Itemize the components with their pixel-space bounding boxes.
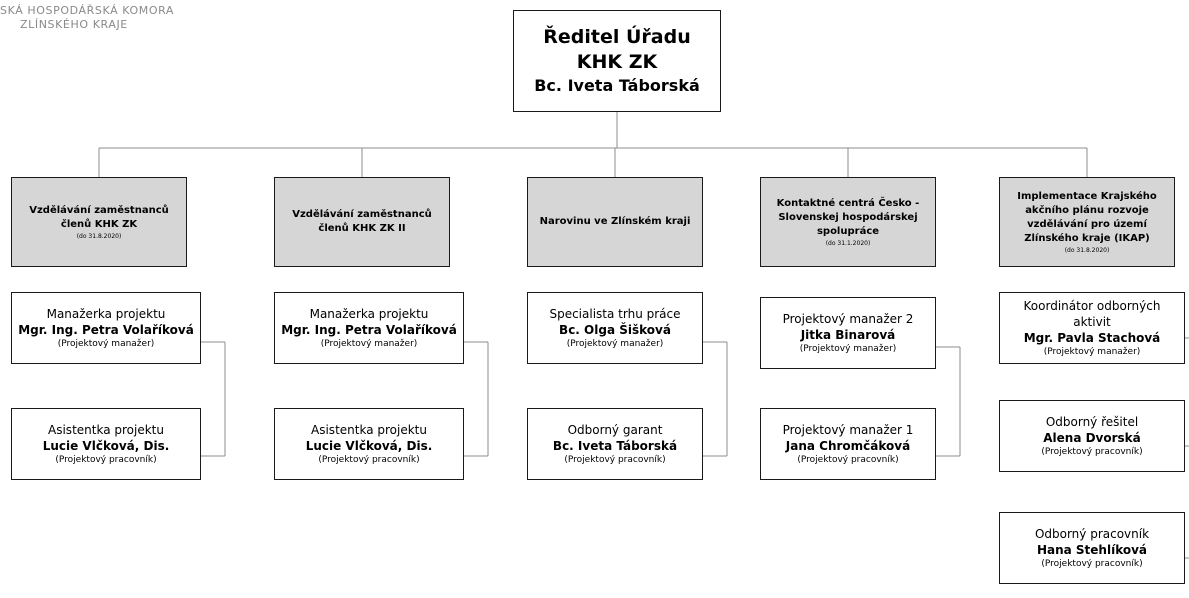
staff-role: Koordinátor odborných aktivit: [1023, 298, 1161, 329]
project-date: (do 31.1.2020): [825, 239, 871, 247]
staff-position: (Projektový pracovník): [55, 454, 157, 465]
project-name: Kontaktné centrá Česko - Slovenskej hosp…: [776, 197, 920, 237]
staff-role: Odborný garant: [567, 422, 663, 437]
staff-role: Odborný pracovník: [1034, 526, 1150, 541]
staff-position: (Projektový pracovník): [564, 454, 666, 465]
staff-name: Mgr. Pavla Stachová: [1023, 330, 1161, 345]
staff-name: Lucie Vlčková, Dis.: [42, 438, 170, 453]
staff-name: Mgr. Ing. Petra Volaříková: [18, 322, 194, 337]
staff-position: (Projektový pracovník): [1041, 446, 1143, 457]
logo-text-line1: SKÁ HOSPODÁŘSKÁ KOMORA: [0, 4, 175, 17]
staff-name: Jitka Binarová: [800, 327, 896, 342]
staff-position: (Projektový pracovník): [797, 454, 899, 465]
staff-name: Bc. Olga Šišková: [559, 322, 671, 337]
staff-position: (Projektový manažer): [566, 338, 664, 349]
staff-name: Hana Stehlíková: [1036, 542, 1148, 557]
staff-position: (Projektový manažer): [320, 338, 418, 349]
staff-role: Asistentka projektu: [48, 422, 164, 437]
project-box: Kontaktné centrá Česko - Slovenskej hosp…: [760, 177, 936, 267]
staff-role: Asistentka projektu: [311, 422, 427, 437]
project-date: (do 31.8.2020): [1064, 246, 1110, 254]
staff-role: Projektový manažer 1: [782, 422, 914, 437]
staff-position: (Projektový pracovník): [1041, 558, 1143, 569]
director-name: Bc. Iveta Táborská: [534, 76, 700, 95]
staff-name: Alena Dvorská: [1043, 430, 1141, 445]
project-name: Vzdělávání zaměstnanců členů KHK ZK II: [292, 209, 432, 234]
staff-name: Jana Chromčáková: [785, 438, 911, 453]
project-date: (do 31.8.2020): [76, 232, 122, 240]
project-name: Implementace Krajského akčního plánu roz…: [1017, 190, 1157, 244]
project-name: Vzdělávání zaměstnanců členů KHK ZK: [29, 204, 169, 230]
staff-role: Odborný řešitel: [1045, 414, 1139, 429]
staff-name: Mgr. Ing. Petra Volaříková: [281, 322, 457, 337]
staff-position: (Projektový manažer): [57, 338, 155, 349]
project-box: Narovinu ve Zlínském kraji: [527, 177, 703, 267]
staff-role: Specialista trhu práce: [549, 306, 681, 321]
project-name: Narovinu ve Zlínském kraji: [539, 216, 691, 227]
staff-position: (Projektový manažer): [1043, 346, 1141, 357]
staff-name: Lucie Vlčková, Dis.: [305, 438, 433, 453]
staff-role: Manažerka projektu: [309, 306, 429, 321]
staff-name: Bc. Iveta Táborská: [552, 438, 678, 453]
director-title: Ředitel Úřadu KHK ZK: [543, 26, 691, 73]
project-box: Vzdělávání zaměstnanců členů KHK ZK II: [274, 177, 450, 267]
staff-role: Projektový manažer 2: [782, 311, 914, 326]
director-box: Ředitel Úřadu KHK ZK Bc. Iveta Táborská: [513, 10, 721, 112]
project-box: Vzdělávání zaměstnanců členů KHK ZK (do 3…: [11, 177, 187, 267]
staff-position: (Projektový pracovník): [318, 454, 420, 465]
staff-position: (Projektový manažer): [799, 343, 897, 354]
project-box: Implementace Krajského akčního plánu roz…: [999, 177, 1175, 267]
logo-text-line2: ZLÍNSKÉHO KRAJE: [20, 18, 128, 31]
staff-role: Manažerka projektu: [46, 306, 166, 321]
